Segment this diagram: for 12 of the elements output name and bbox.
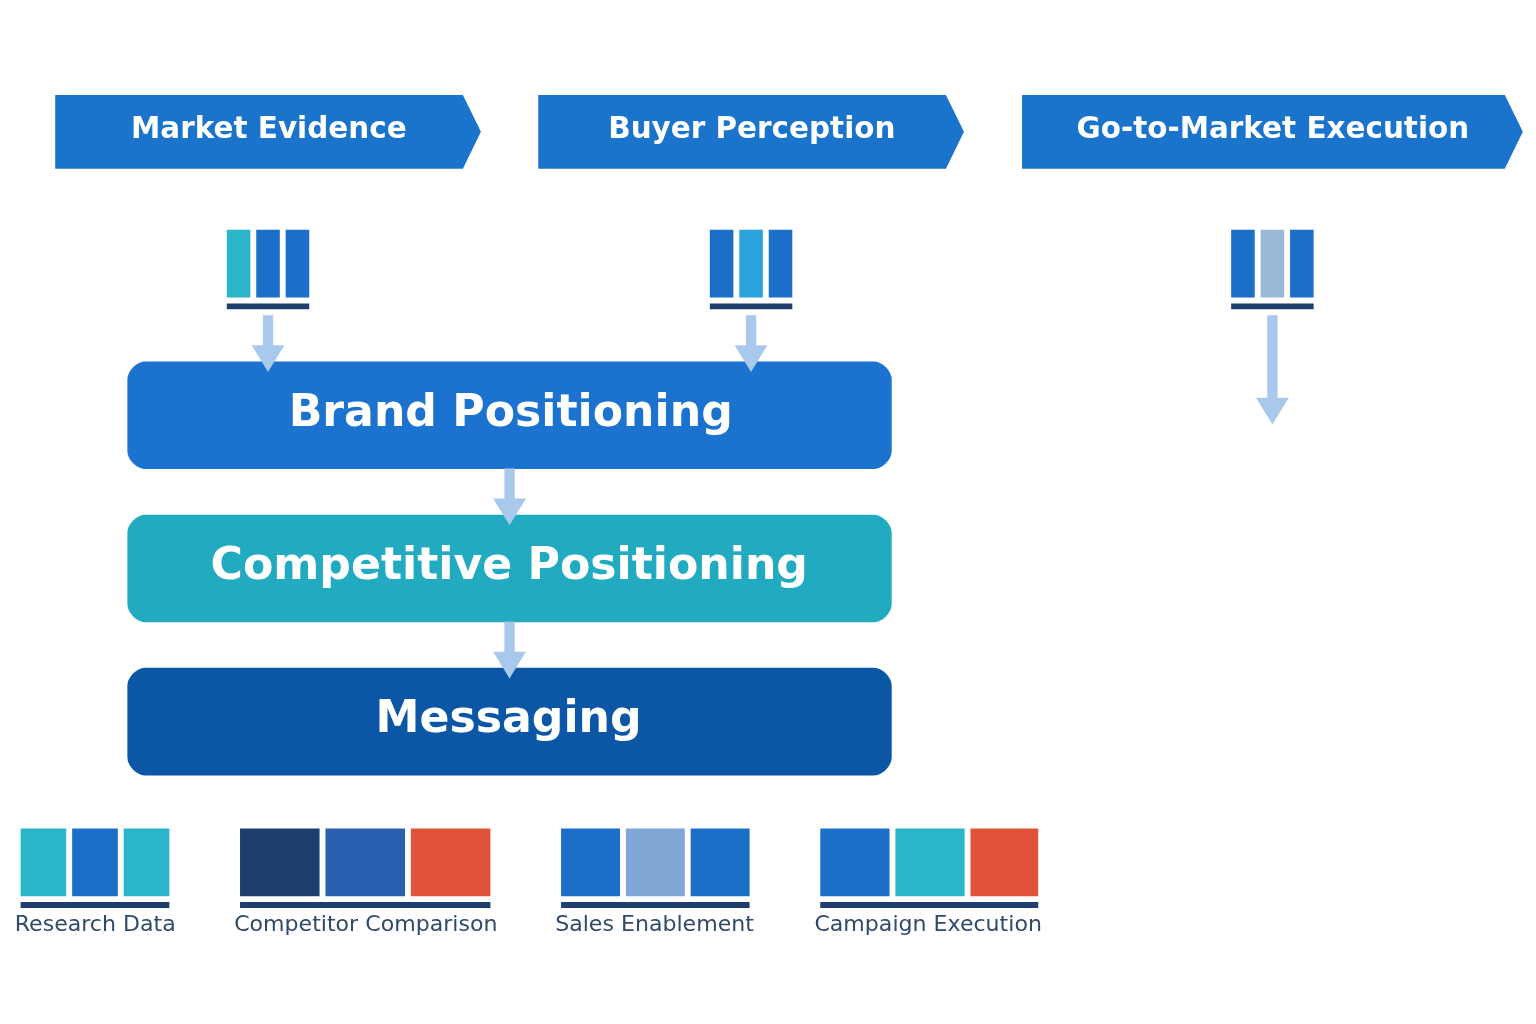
arrow bbox=[493, 467, 526, 525]
arrow bbox=[493, 621, 526, 678]
node-label: Research Data bbox=[14, 909, 176, 936]
arrow bbox=[1255, 314, 1289, 424]
arrow bbox=[734, 314, 768, 372]
node-label: Competitor Comparison bbox=[234, 909, 498, 936]
node-label: Campaign Execution bbox=[814, 909, 1042, 936]
arrow bbox=[251, 314, 285, 372]
node-box: Messaging bbox=[127, 667, 892, 775]
node-box: Competitive Positioning bbox=[127, 514, 892, 622]
node-box: Brand Positioning bbox=[127, 361, 892, 469]
node-label: Sales Enablement bbox=[555, 909, 754, 936]
